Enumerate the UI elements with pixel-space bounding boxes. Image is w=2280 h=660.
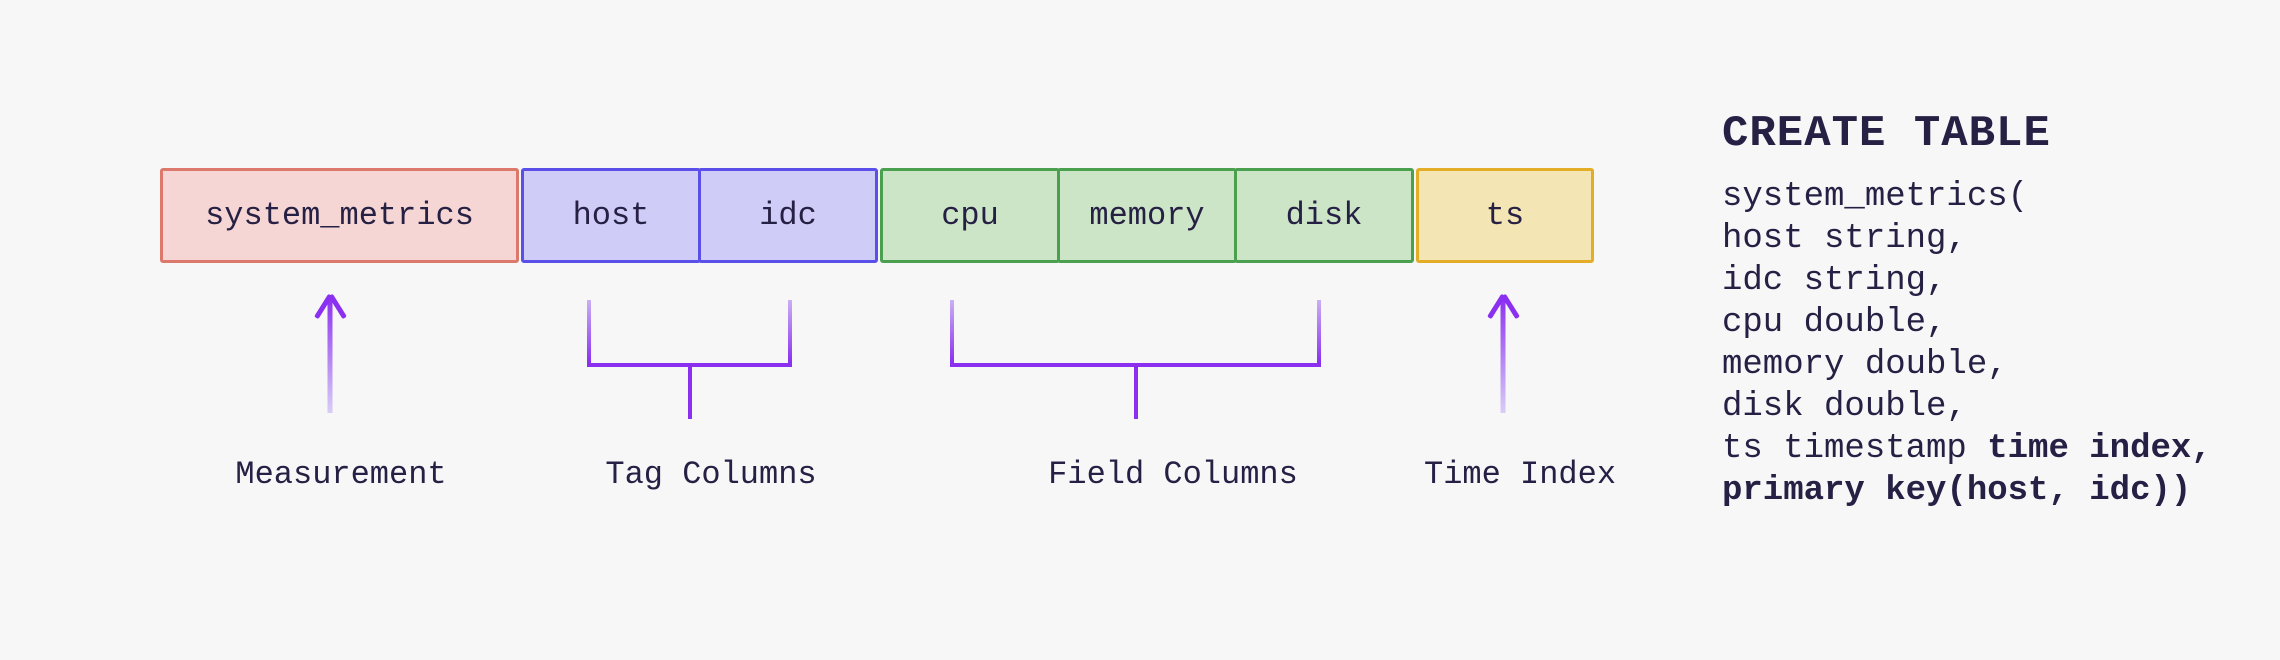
bracket-left-edge	[587, 300, 591, 363]
field-column-cpu: cpu	[880, 168, 1060, 263]
field-columns-bracket	[950, 300, 1321, 419]
field-column-label: disk	[1285, 197, 1363, 234]
tag-column-label: host	[572, 197, 650, 234]
sql-line: system_metrics(	[1722, 178, 2029, 216]
sql-code: system_metrics( host string, idc string,…	[1722, 176, 2262, 512]
sql-line: primary key(host, idc))	[1722, 472, 2192, 510]
tag-column-label: idc	[759, 197, 817, 234]
bracket-stem	[1133, 367, 1138, 419]
tag-column-host: host	[521, 168, 701, 263]
bracket-bar	[950, 363, 1321, 367]
up-arrow-icon	[1485, 293, 1521, 413]
sql-line: ts timestamp time index,	[1722, 430, 2212, 468]
tag-column-idc: idc	[698, 168, 878, 263]
bracket-stem	[687, 367, 692, 419]
arrow-shaft	[327, 297, 333, 413]
time-index-group: ts	[1416, 168, 1594, 263]
bracket-bar	[587, 363, 792, 367]
field-columns-group: cpu memory disk	[880, 168, 1414, 263]
sql-line: cpu double,	[1722, 304, 1947, 342]
sql-line: memory double,	[1722, 346, 2008, 384]
time-index-annotation: Time Index	[1423, 456, 1617, 493]
field-column-memory: memory	[1057, 168, 1237, 263]
sql-line: idc string,	[1722, 262, 1947, 300]
measurement-name: system_metrics	[205, 197, 474, 234]
field-columns-annotation: Field Columns	[1048, 456, 1298, 493]
arrow-shaft	[1500, 297, 1506, 413]
time-index-label: ts	[1485, 197, 1525, 234]
up-arrow-icon	[312, 293, 348, 413]
time-index-box: ts	[1416, 168, 1594, 263]
create-table-sql: CREATE TABLE system_metrics( host string…	[1722, 112, 2262, 512]
field-column-label: cpu	[941, 197, 999, 234]
sql-line: disk double,	[1722, 388, 1967, 426]
bracket-right-edge	[1317, 300, 1321, 363]
field-column-disk: disk	[1234, 168, 1414, 263]
sql-title: CREATE TABLE	[1722, 109, 2051, 159]
tag-columns-group: host idc	[521, 168, 878, 263]
sql-line: host string,	[1722, 220, 1967, 258]
bracket-left-edge	[950, 300, 954, 363]
field-column-label: memory	[1089, 197, 1205, 234]
measurement-annotation: Measurement	[235, 456, 447, 493]
tag-columns-bracket	[587, 300, 792, 419]
measurement-box: system_metrics	[160, 168, 519, 263]
measurement-group: system_metrics	[160, 168, 519, 263]
bracket-right-edge	[788, 300, 792, 363]
tag-columns-annotation: Tag Columns	[605, 456, 817, 493]
